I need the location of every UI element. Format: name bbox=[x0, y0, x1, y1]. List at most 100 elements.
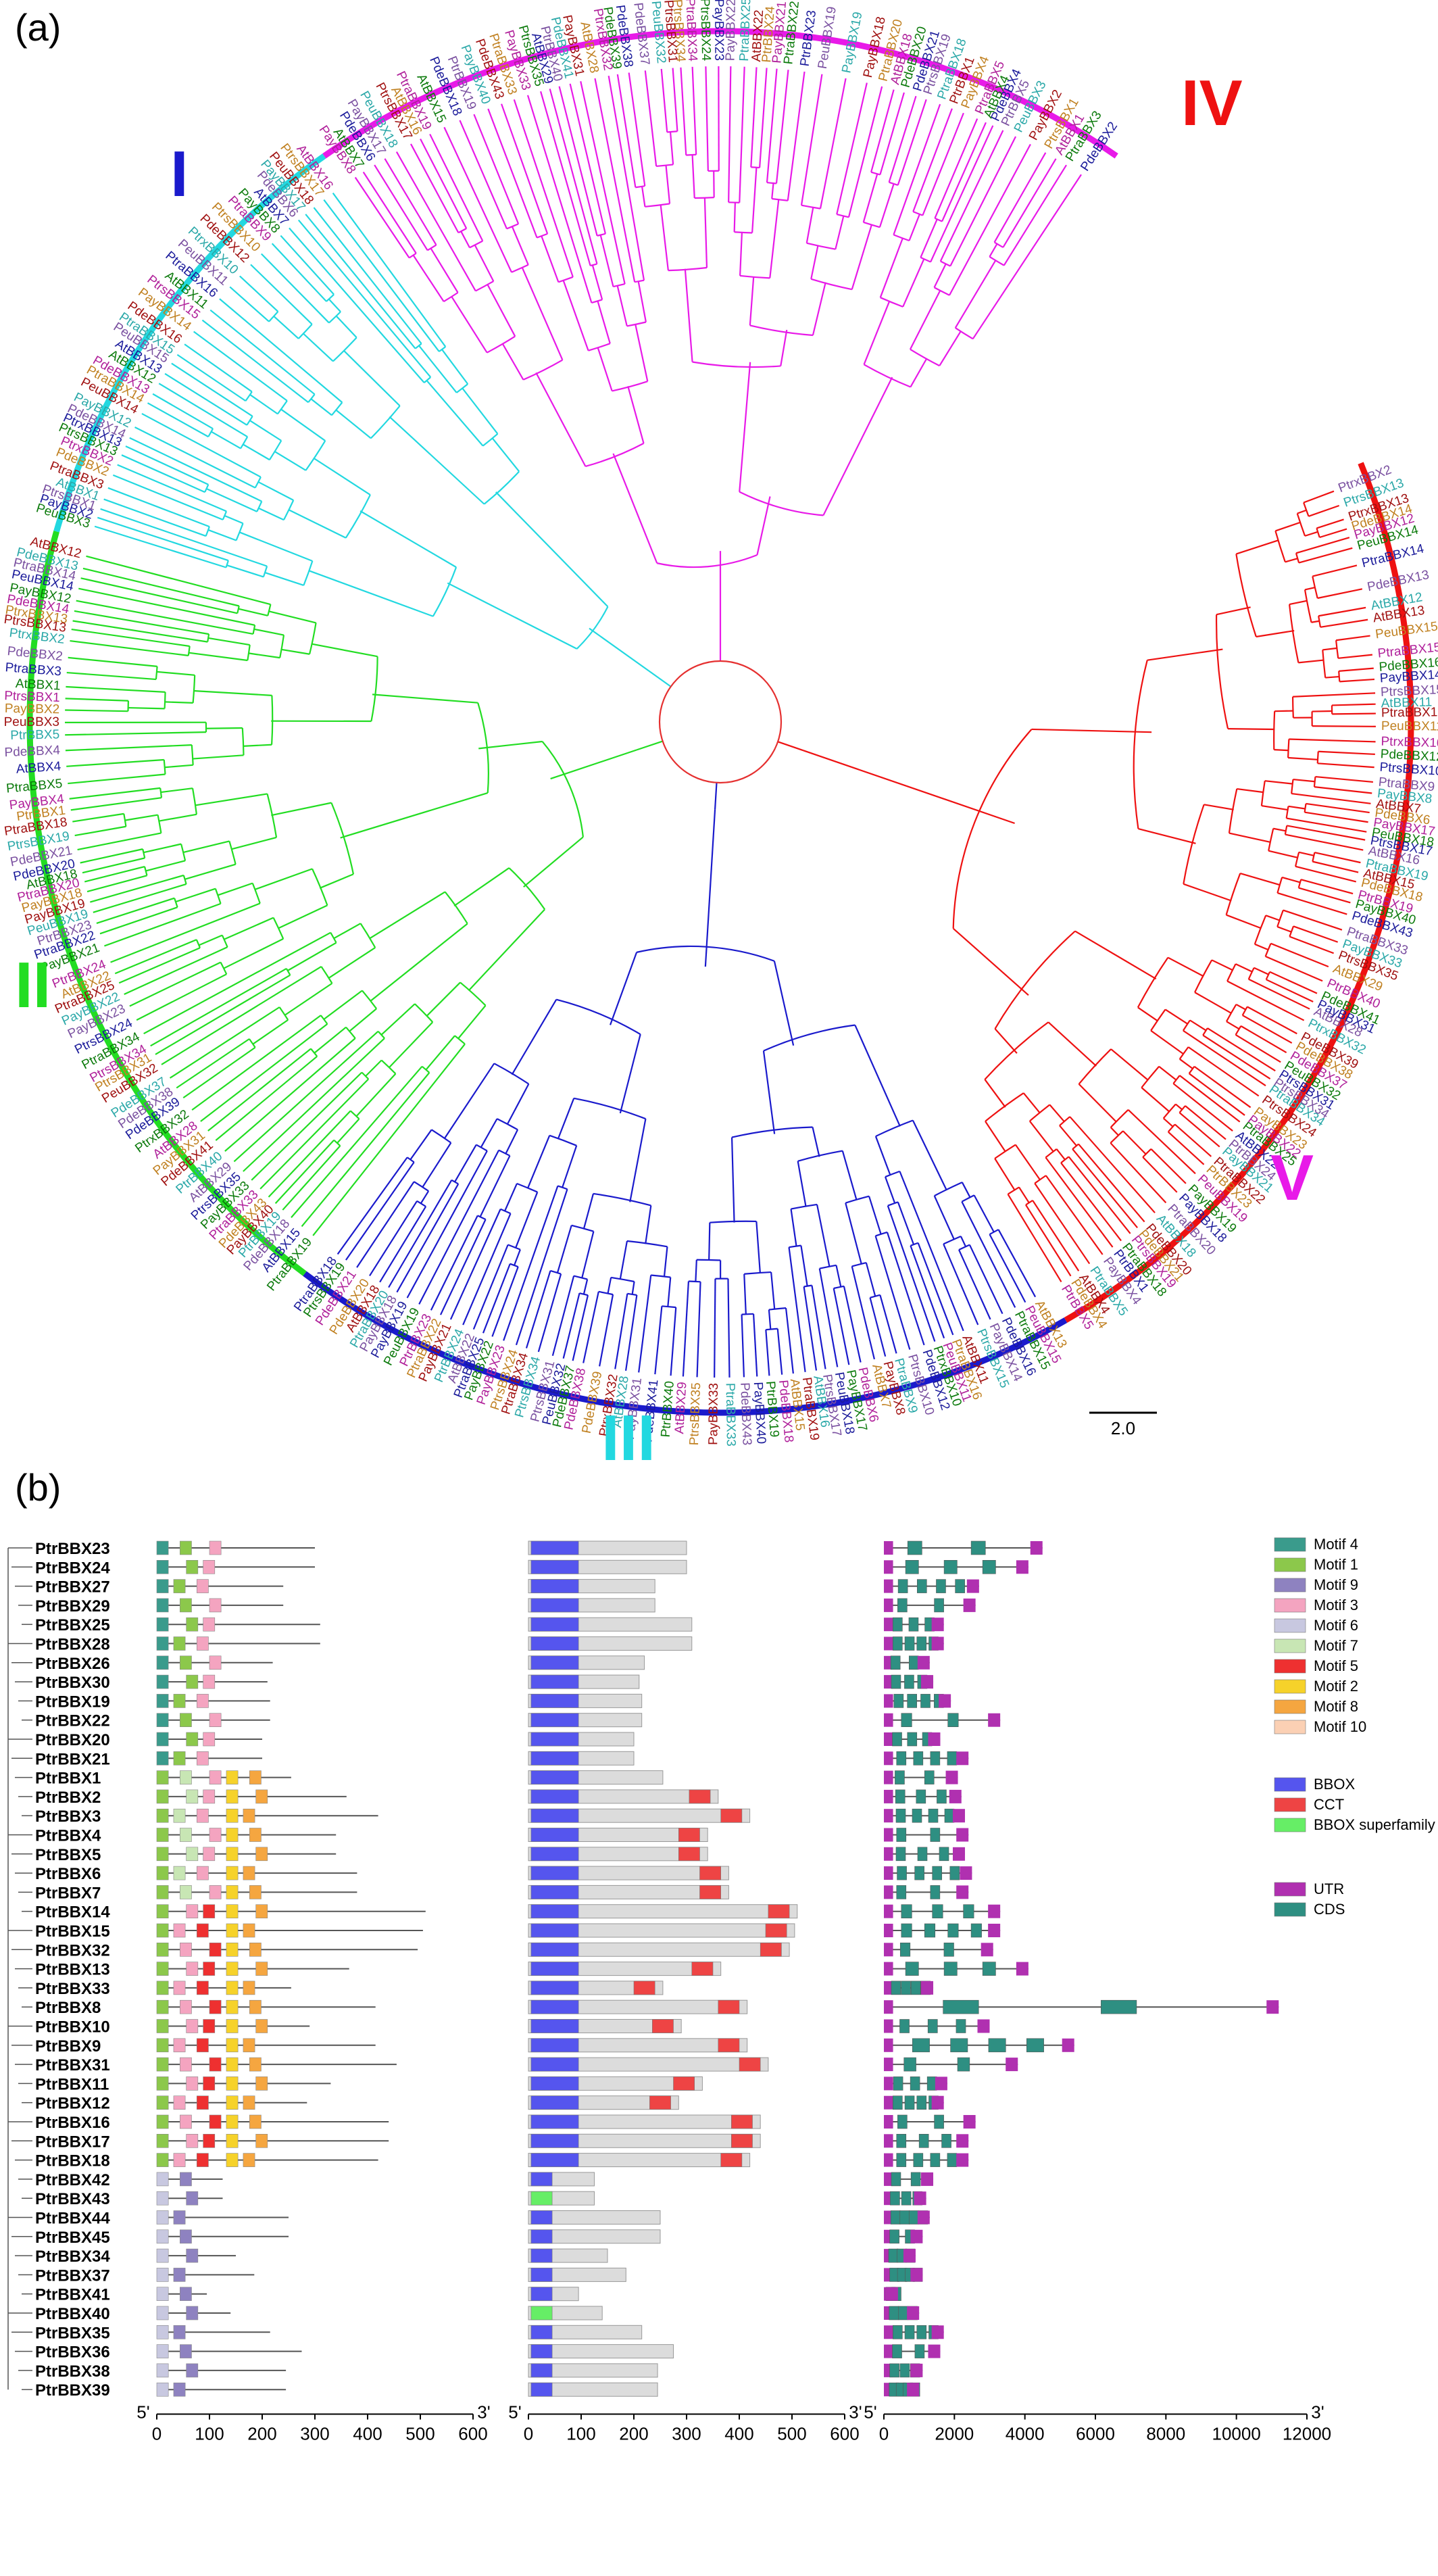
branch bbox=[752, 1313, 758, 1377]
motif-box bbox=[243, 1808, 255, 1823]
cct-domain bbox=[691, 1962, 714, 1976]
branch bbox=[1306, 802, 1370, 814]
motif-box bbox=[226, 1847, 239, 1862]
branch-arc bbox=[576, 606, 609, 650]
branch bbox=[268, 1110, 351, 1198]
branch bbox=[503, 1186, 559, 1341]
branch-arc bbox=[1322, 650, 1327, 678]
motif-box bbox=[209, 1943, 222, 1957]
branch bbox=[1339, 678, 1375, 683]
branch bbox=[1049, 1104, 1065, 1123]
leaf-label: AtBBX11 bbox=[1381, 695, 1432, 710]
utr-block bbox=[884, 1541, 893, 1555]
motif-box bbox=[226, 1980, 239, 1995]
branch bbox=[478, 740, 543, 750]
cds-block bbox=[982, 1560, 996, 1574]
motif-box bbox=[173, 1579, 186, 1593]
branch-arc bbox=[220, 962, 228, 975]
utr-block bbox=[931, 1618, 944, 1632]
branch bbox=[1298, 547, 1353, 564]
branch bbox=[1183, 1029, 1266, 1087]
branch bbox=[739, 362, 751, 492]
branch bbox=[581, 1231, 595, 1278]
motif-box bbox=[156, 1655, 169, 1670]
cds-block bbox=[896, 2134, 907, 2148]
branch bbox=[340, 792, 489, 839]
utr-block bbox=[884, 1713, 893, 1727]
branch bbox=[479, 1155, 511, 1217]
bbox-domain bbox=[530, 1808, 579, 1823]
motif-box bbox=[226, 2134, 239, 2148]
branch bbox=[836, 82, 868, 215]
leaf-label: PdeBBX4 bbox=[4, 744, 61, 760]
branch bbox=[176, 1038, 250, 1089]
cds-block bbox=[891, 2172, 901, 2187]
utr-block bbox=[884, 1885, 893, 1899]
utr-block bbox=[963, 1598, 976, 1612]
branch bbox=[1074, 930, 1157, 980]
motif-box bbox=[203, 1847, 216, 1862]
branch-arc bbox=[656, 554, 758, 568]
branch-arc bbox=[305, 440, 326, 471]
branch bbox=[762, 1050, 776, 1134]
branch bbox=[1338, 654, 1373, 659]
utr-block bbox=[956, 1828, 969, 1842]
motif-axis-tick-label: 300 bbox=[300, 2424, 329, 2444]
branch bbox=[1167, 956, 1204, 977]
branch bbox=[74, 610, 209, 635]
motif-box bbox=[180, 2344, 192, 2358]
branch bbox=[422, 1142, 452, 1188]
cct-domain bbox=[699, 1885, 722, 1899]
branch bbox=[933, 263, 947, 288]
motif-box bbox=[186, 2191, 199, 2206]
cds-block bbox=[913, 1751, 924, 1766]
branch-arc bbox=[328, 311, 341, 324]
cds-block bbox=[930, 2153, 941, 2167]
branch bbox=[868, 1196, 882, 1235]
utr-block bbox=[988, 1924, 1001, 1937]
utr-block bbox=[884, 1924, 893, 1937]
branch-arc bbox=[332, 337, 357, 362]
gene-name: PtrBBX41 bbox=[35, 2286, 110, 2304]
branch-arc bbox=[277, 400, 288, 415]
cds-block bbox=[898, 2306, 909, 2320]
branch bbox=[1202, 1034, 1271, 1080]
branch bbox=[287, 942, 337, 971]
branch bbox=[249, 393, 278, 415]
branch bbox=[1204, 804, 1234, 810]
branch bbox=[1298, 851, 1314, 856]
branch bbox=[908, 214, 920, 241]
cds-block bbox=[907, 1694, 917, 1708]
clade-label-iv: IV bbox=[1181, 67, 1243, 139]
branch-arc bbox=[870, 171, 881, 176]
branch bbox=[94, 525, 226, 568]
branch-arc bbox=[585, 442, 645, 468]
branch-arc bbox=[571, 1224, 594, 1232]
branch bbox=[1045, 1157, 1114, 1248]
cct-domain bbox=[765, 1923, 787, 1938]
gene-name: PtrBBX28 bbox=[35, 1636, 110, 1654]
utr-block bbox=[952, 1847, 965, 1861]
branch-arc bbox=[142, 848, 146, 858]
gene-name: PtrBBX4 bbox=[35, 1827, 101, 1845]
branch bbox=[682, 1281, 690, 1377]
utr-block bbox=[907, 2383, 920, 2397]
cds-block bbox=[896, 1885, 907, 1899]
cct-domain bbox=[699, 1866, 722, 1880]
gene-axis-tick-label: 0 bbox=[879, 2424, 889, 2444]
motif-box bbox=[226, 2057, 239, 2072]
protein-bar bbox=[528, 1904, 798, 1919]
branch bbox=[207, 529, 237, 541]
branch bbox=[1319, 528, 1347, 539]
cds-block bbox=[897, 2114, 908, 2129]
motif-box bbox=[180, 1885, 192, 1899]
bbox-domain bbox=[530, 1751, 579, 1766]
gene-name: PtrBBX25 bbox=[35, 1616, 110, 1634]
branch bbox=[80, 848, 143, 864]
motif-box bbox=[180, 1770, 192, 1784]
motif-legend-label: Motif 5 bbox=[1314, 1657, 1358, 1674]
branch bbox=[917, 1242, 954, 1336]
branch-arc bbox=[267, 604, 272, 616]
branch bbox=[1150, 1148, 1187, 1184]
leaf-label: PayBBX40 bbox=[751, 1382, 768, 1444]
